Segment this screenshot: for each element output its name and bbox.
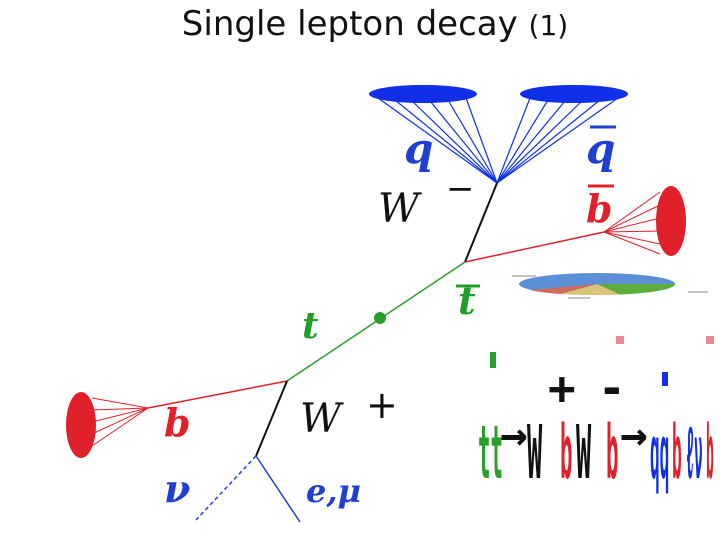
label-b: b [164,400,191,445]
bbar-jet [603,186,686,256]
production-vertex [374,312,386,324]
formula-lnu: ℓν [686,411,703,496]
formula-minus: - [598,361,626,415]
formula-w2: W [576,410,592,496]
formula-b4: b [706,411,714,496]
bbar-line [464,231,605,263]
label-nu: ν [164,466,190,511]
formula-b1: b [560,410,572,496]
b-line [147,380,288,409]
label-bbar: b [586,186,613,231]
title-text: Single lepton decay [181,4,518,44]
neutrino-line [195,455,257,521]
formula-plus: + [548,361,576,415]
label-tbar: t [458,278,476,323]
decay-formula: tt → W + b W - b → qq b ℓν b [478,336,714,496]
label-q: q [404,124,433,173]
w-minus-line [464,182,498,263]
b-jet [66,392,149,458]
formula-w1: W [527,410,543,496]
label-t: t [302,305,319,347]
label-w-plus: W [300,396,344,442]
label-w-plus-sign: + [366,383,398,427]
lepton-line [255,455,301,523]
pie-thumbnail [512,273,708,299]
formula-qq: qq [650,410,669,496]
formula-tt: tt [478,410,503,496]
w-plus-line [255,380,288,457]
formula-arrow-1: → [500,407,528,461]
formula-arrow-2: → [620,407,648,461]
quark-jet-left [369,85,498,184]
title-suffix: (1) [528,9,569,42]
slide-title: Single lepton decay (1) [0,4,720,44]
formula-b3: b [672,410,682,496]
label-w-minus-sign: − [446,169,475,209]
quark-jet-right [496,85,628,184]
label-qbar: q [586,124,615,173]
label-lepton: e,μ [306,472,361,510]
formula-b2: b [606,410,618,496]
label-w-minus: W [378,186,422,232]
